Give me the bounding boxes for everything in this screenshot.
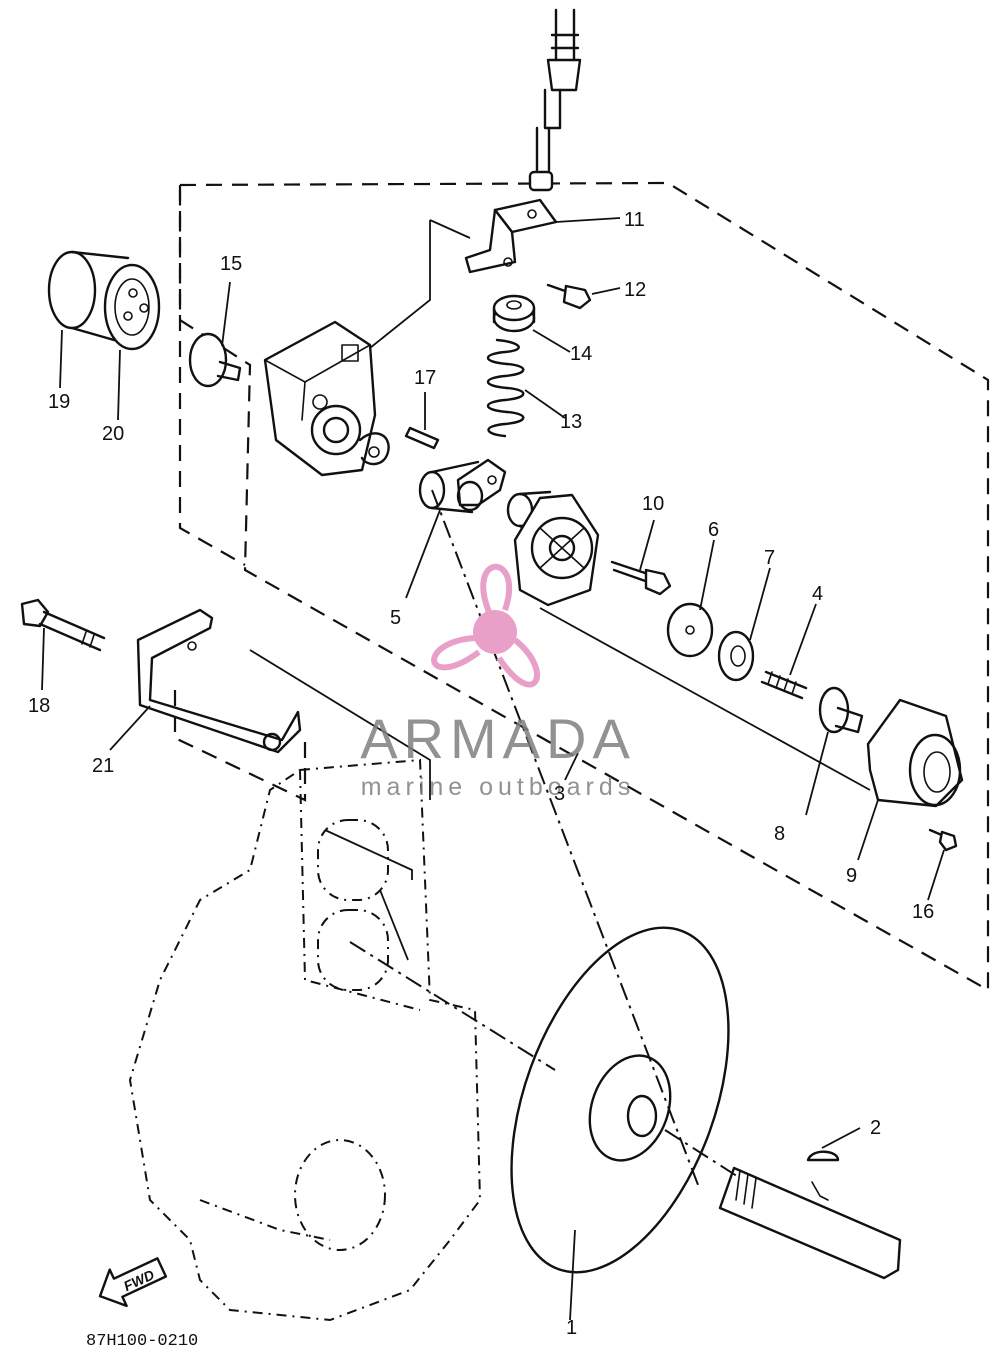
- dowel-pin: [404, 426, 440, 450]
- bolt-18: [20, 598, 106, 652]
- centerline-e: [249, 649, 431, 800]
- part-label-17: 17: [414, 367, 436, 389]
- lever-bracket: [464, 198, 558, 274]
- part-label-21: 21: [92, 755, 114, 777]
- woodruff-key: [806, 1150, 840, 1162]
- part-label-8: 8: [774, 823, 785, 845]
- part-label-1: 1: [566, 1317, 577, 1339]
- part-label-11: 11: [624, 209, 645, 231]
- centerline-h: [429, 219, 471, 239]
- engine-crankcase-outline: [128, 758, 482, 1322]
- pulley-lever: [418, 458, 507, 514]
- spring-seat: [492, 294, 536, 333]
- bolt-10: [610, 560, 672, 596]
- mounting-bracket: [136, 608, 302, 754]
- part-label-7: 7: [764, 547, 775, 569]
- drive-shaft: [718, 1166, 902, 1280]
- part-label-4: 4: [812, 583, 823, 605]
- part-label-20: 20: [102, 423, 124, 445]
- part-label-18: 18: [28, 695, 50, 717]
- part-label-15: 15: [220, 253, 242, 275]
- part-label-19: 19: [48, 391, 70, 413]
- assembly-boundary-left: [178, 185, 246, 566]
- pulley-disc: [510, 926, 730, 1274]
- fwd-arrow: FWD: [98, 1257, 168, 1308]
- grommet-20: [103, 263, 161, 351]
- grommet-19: [47, 250, 130, 346]
- centerline-d: [539, 607, 871, 791]
- cover-cap: [866, 698, 964, 808]
- bolt-12: [546, 283, 592, 310]
- washer: [666, 602, 714, 658]
- screw-16: [928, 828, 958, 852]
- control-cable: [528, 8, 582, 192]
- leader-lines: [41, 217, 945, 1321]
- centerline-c: [664, 1129, 741, 1179]
- centerline-b: [349, 941, 556, 1071]
- part-label-13: 13: [560, 411, 582, 433]
- part-label-5: 5: [390, 607, 401, 629]
- actuator-body: [506, 490, 600, 607]
- watermark-tagline: marine outboards: [361, 773, 636, 801]
- part-label-2: 2: [870, 1117, 881, 1139]
- centerline-g: [369, 220, 431, 349]
- centerline-a: [431, 489, 701, 1191]
- part-label-3: 3: [554, 783, 565, 805]
- retaining-clip: [717, 630, 755, 682]
- part-label-10: 10: [642, 493, 664, 515]
- part-label-6: 6: [708, 519, 719, 541]
- centerline-i: [379, 889, 409, 961]
- servo-housing: [263, 320, 390, 477]
- compression-spring: [486, 338, 525, 438]
- part-label-16: 16: [912, 901, 934, 923]
- pin-plate: [188, 332, 242, 388]
- watermark-brand: ARMADA: [360, 707, 636, 770]
- small-spring: [760, 670, 808, 700]
- centerline-f: [324, 829, 413, 880]
- flanged-shaft: [818, 686, 864, 734]
- assembly-boundary: [178, 181, 990, 992]
- watermark-logo: ARMADA marine outboards: [360, 563, 636, 801]
- part-label-14: 14: [570, 343, 592, 365]
- part-label-12: 12: [624, 279, 646, 301]
- propeller-icon: [431, 563, 541, 688]
- part-label-9: 9: [846, 865, 857, 887]
- drawing-code: 87H100-0210: [86, 1332, 198, 1351]
